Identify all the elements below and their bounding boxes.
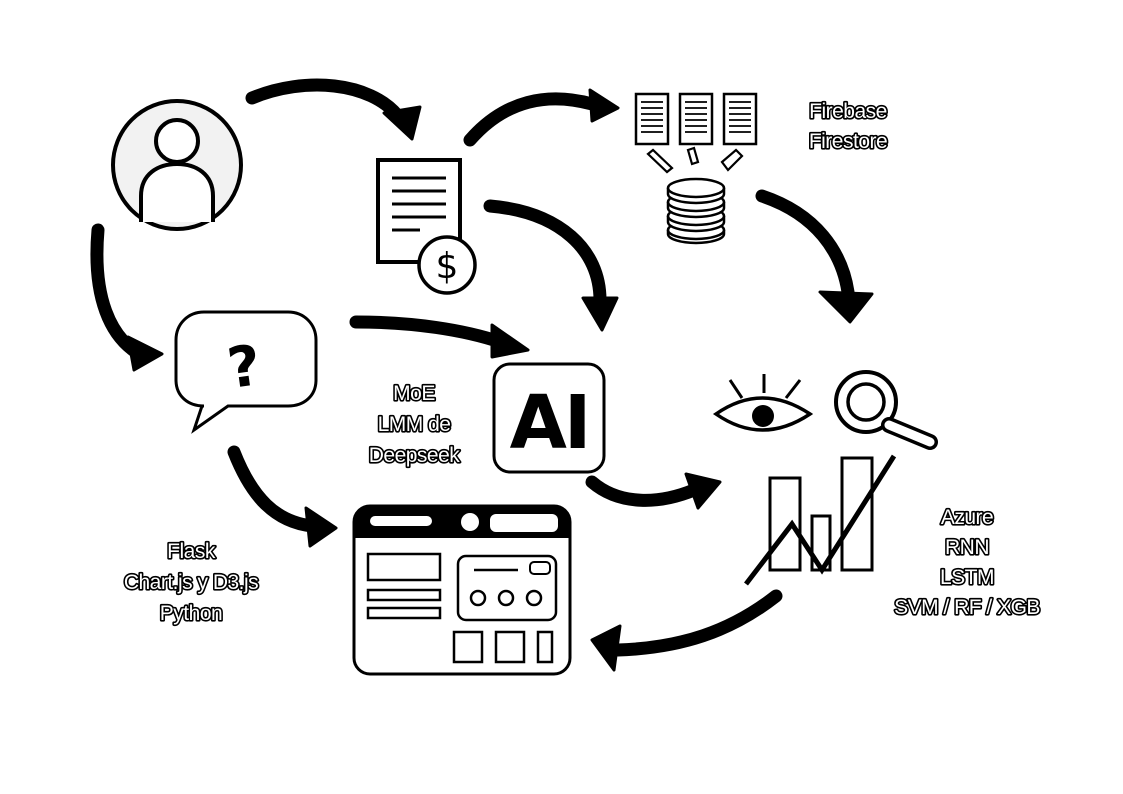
- label-azure-line-2: RNN: [945, 536, 989, 559]
- ai-icon: AI: [492, 362, 606, 474]
- arrow-user-to-invoice: [245, 78, 422, 141]
- label-flask-line-1: Flask: [167, 540, 216, 563]
- user-avatar-icon: [111, 99, 243, 231]
- arrows: [90, 78, 874, 672]
- arrow-user-to-question: [90, 223, 164, 372]
- label-flask-line-3: Python: [160, 602, 222, 625]
- question-speech-bubble-icon: ?: [174, 310, 318, 434]
- ai-glyph: AI: [510, 380, 589, 466]
- label-azure-line-3: LSTM: [940, 566, 994, 589]
- bar-chart-icon: [744, 454, 897, 586]
- invoice-dollar-icon: $: [376, 158, 477, 295]
- label-flask-line-2: Chart.js y D3.js: [124, 571, 258, 594]
- label-azure: Azure RNN LSTM SVM / RF / XGB: [892, 504, 1042, 620]
- label-moe-line-2: LMM de: [378, 413, 451, 436]
- document-sheet: [678, 92, 714, 146]
- label-moe: MoE LMM de Deepseek: [367, 380, 462, 468]
- label-firebase-line-2: Firestore: [809, 130, 887, 153]
- label-moe-line-1: MoE: [393, 382, 435, 405]
- dashboard-window-icon: [352, 504, 572, 676]
- label-azure-line-1: Azure: [941, 506, 993, 529]
- database-stack: [666, 177, 726, 245]
- arrow-analysis-to-dashboard: [590, 589, 783, 672]
- magnifier-icon: [834, 370, 938, 450]
- arrow-ai-to-analysis: [585, 472, 722, 510]
- arrow-database-to-analysis: [755, 189, 874, 324]
- label-flask: Flask Chart.js y D3.js Python: [122, 538, 260, 626]
- label-firebase: Firebase Firestore: [807, 98, 889, 154]
- eye-icon: [712, 374, 814, 432]
- label-firebase-line-1: Firebase: [809, 100, 887, 123]
- label-azure-line-4: SVM / RF / XGB: [894, 596, 1040, 619]
- arrow-question-to-ai: [349, 315, 530, 359]
- arrow-question-to-dashboard: [227, 445, 338, 548]
- documents-database-icon: [634, 92, 758, 245]
- dollar-sign: $: [436, 246, 459, 287]
- document-sheet: [634, 92, 670, 146]
- document-sheet: [722, 92, 758, 146]
- arrow-invoice-to-database: [463, 88, 620, 147]
- label-moe-line-3: Deepseek: [369, 444, 461, 467]
- arrow-invoice-to-ai: [483, 199, 619, 332]
